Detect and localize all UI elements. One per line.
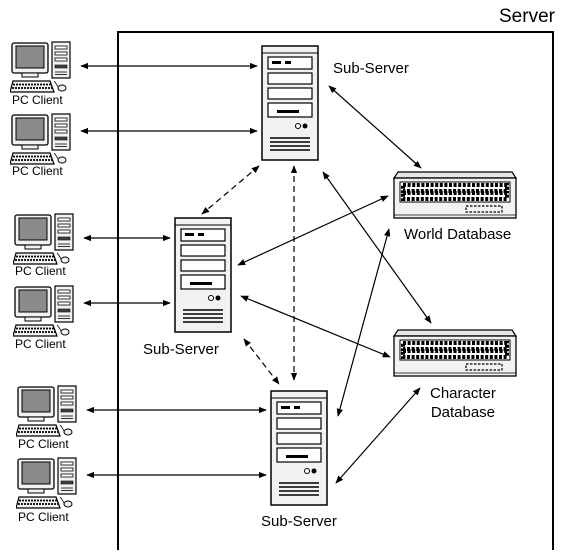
subserver-label: Sub-Server — [143, 341, 219, 358]
desktop-computer-icon — [16, 457, 77, 509]
subserver-label: Sub-Server — [261, 513, 337, 530]
link-subserver1-world — [328, 85, 422, 169]
link-subserver3-world — [336, 228, 391, 417]
tower-server-icon — [174, 217, 232, 333]
world-database-label: World Database — [404, 226, 512, 243]
tower-server-icon — [270, 390, 328, 506]
rack-database-icon — [392, 170, 518, 220]
desktop-computer-icon — [10, 113, 71, 165]
rack-database-icon — [392, 328, 518, 378]
character-database-label: Character Database — [430, 384, 496, 422]
subserver-label: Sub-Server — [333, 60, 409, 77]
link-subserver3-character — [335, 387, 421, 484]
desktop-computer-icon — [16, 385, 77, 437]
desktop-computer-icon — [10, 41, 71, 93]
tower-server-icon — [261, 45, 319, 161]
desktop-computer-icon — [13, 285, 74, 337]
client-label: PC Client — [12, 164, 63, 178]
link-subserver2-subserver3 — [243, 338, 280, 385]
client-label: PC Client — [12, 93, 63, 107]
client-links — [80, 62, 267, 479]
client-label: PC Client — [18, 437, 69, 451]
character-database-label-line1: Character — [430, 385, 496, 402]
link-subserver2-world — [237, 195, 389, 266]
database-links — [237, 85, 432, 484]
client-label: PC Client — [18, 510, 69, 524]
server-title: Server — [499, 6, 555, 27]
client-label: PC Client — [15, 264, 66, 278]
server-boundary — [117, 31, 554, 550]
character-database-label-line2: Database — [430, 404, 496, 421]
link-subserver1-subserver2 — [201, 165, 260, 215]
client-label: PC Client — [15, 337, 66, 351]
desktop-computer-icon — [13, 213, 74, 265]
server-sync-links — [201, 165, 298, 385]
